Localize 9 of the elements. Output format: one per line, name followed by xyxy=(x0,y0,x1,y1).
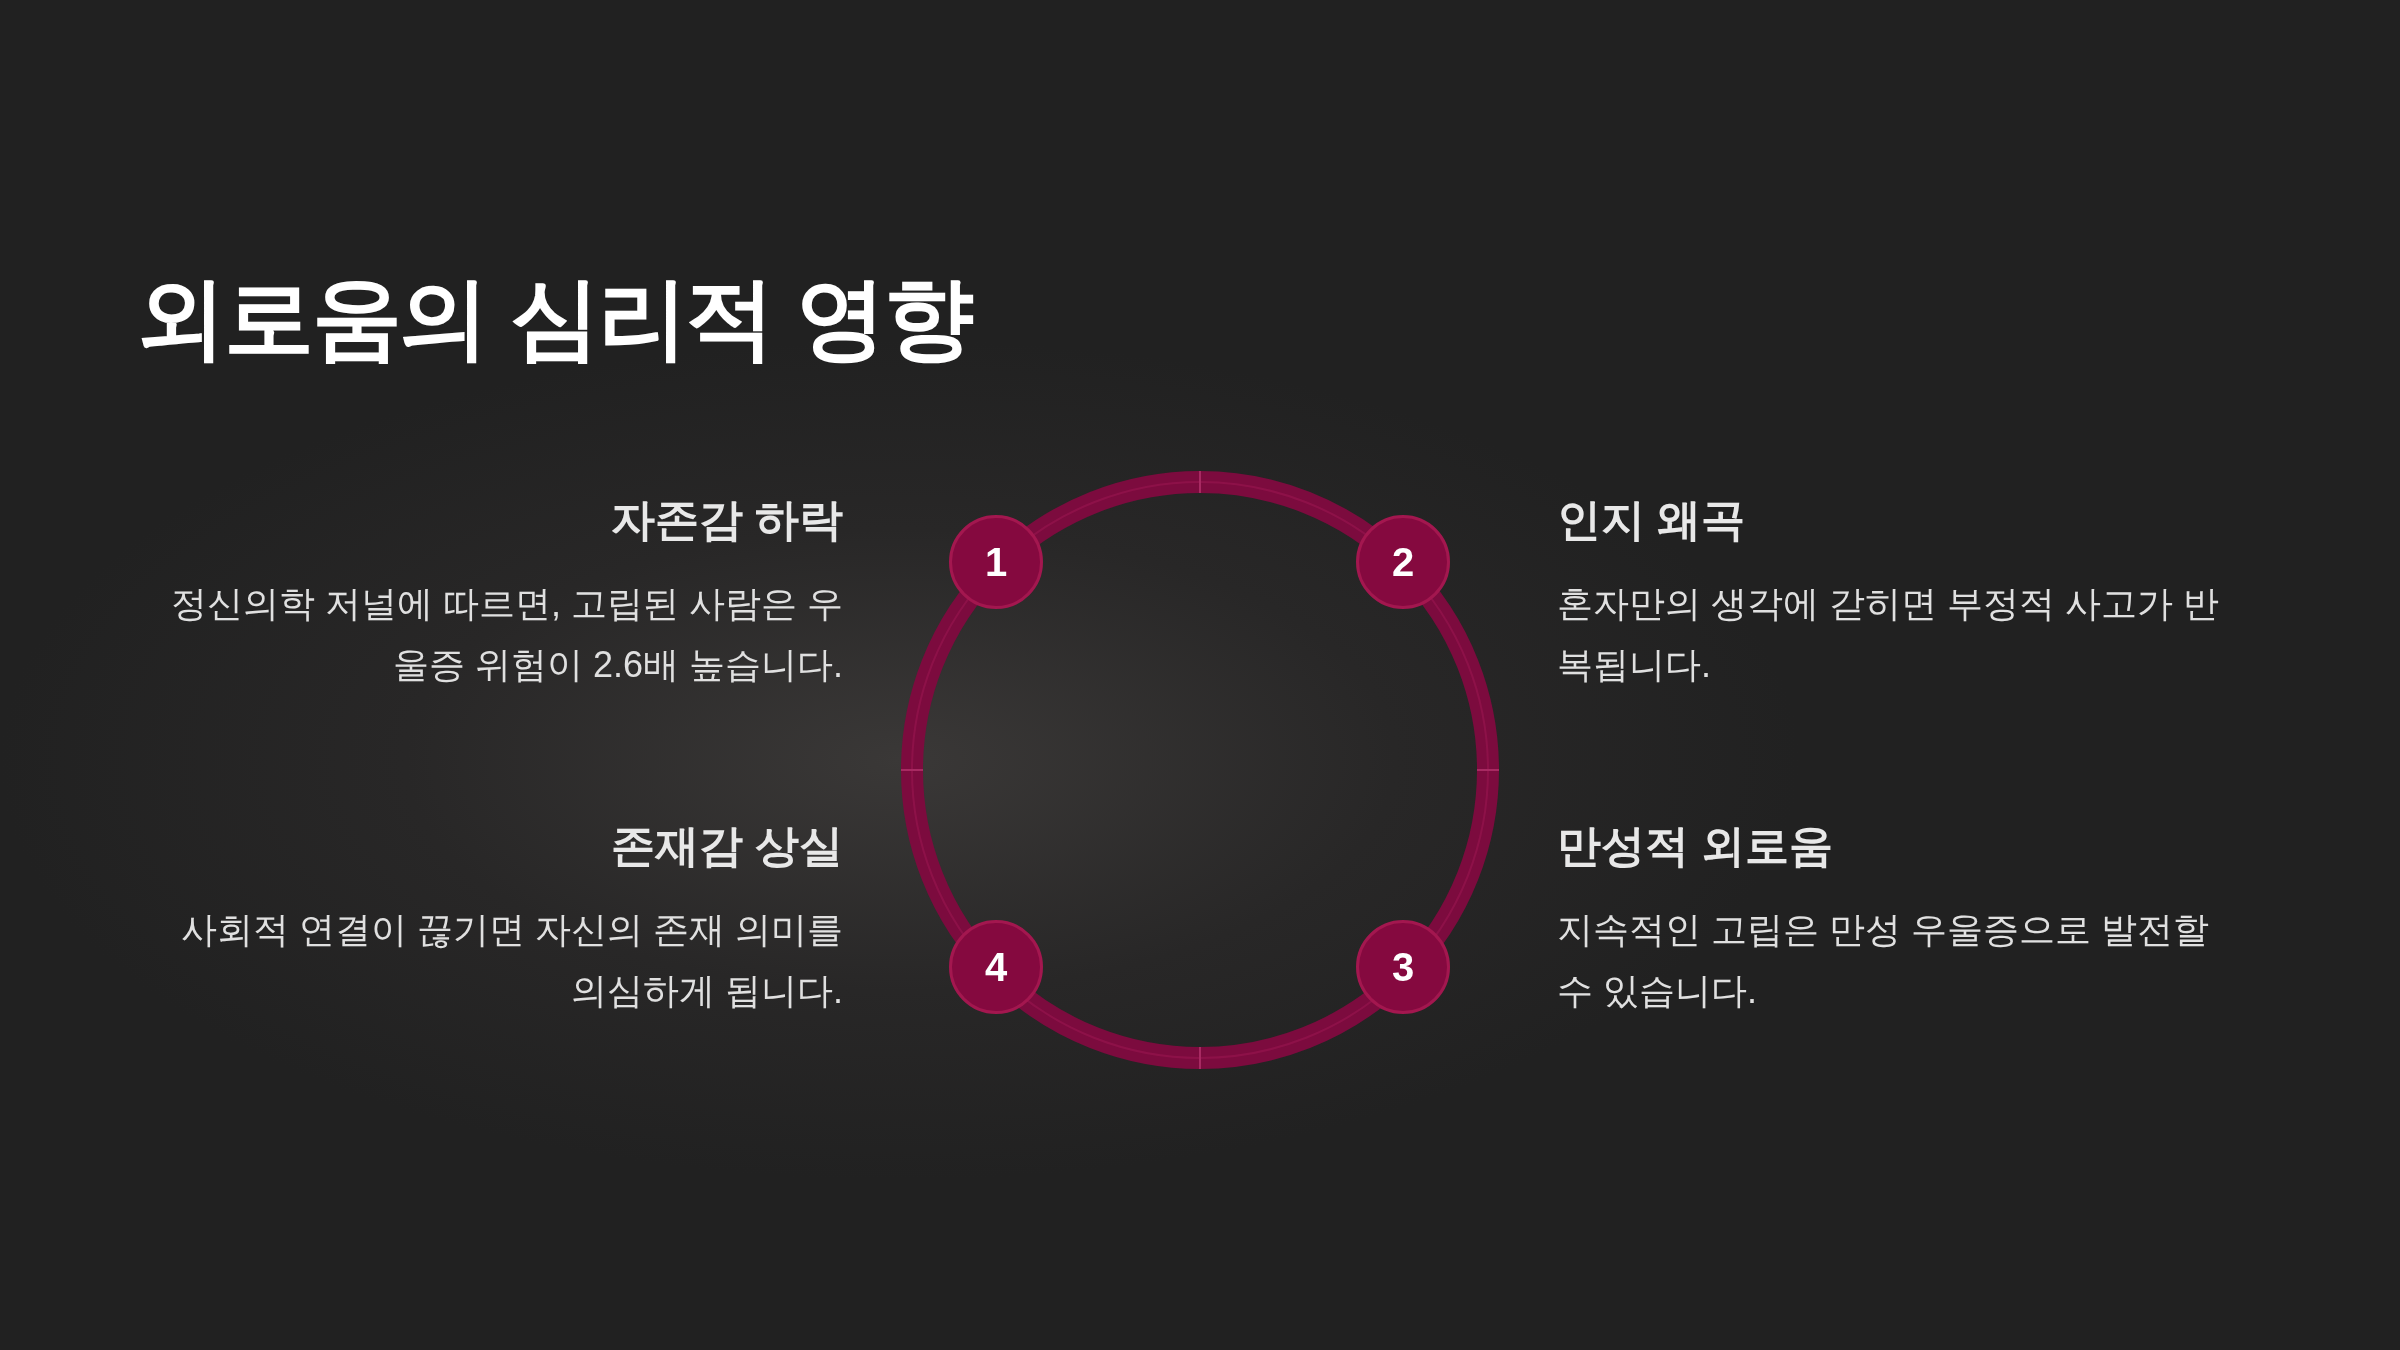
description: 사회적 연결이 끊기면 자신의 존재 의미를 의심하게 됩니다. xyxy=(180,908,843,1013)
heading: 인지 왜곡 xyxy=(1557,494,1747,546)
heading: 자존감 하락 xyxy=(609,494,843,546)
title: 외로움의 심리적 영향 xyxy=(136,267,972,370)
description: 정신의학 저널에 따르면, 고립된 사람은 우울증 위험이 2.6배 높습니다. xyxy=(170,582,843,687)
heading: 존재감 상실 xyxy=(609,820,843,872)
description: 혼자만의 생각에 갇히면 부정적 사고가 반복됩니다. xyxy=(1557,582,2220,687)
description: 지속적인 고립은 만성 우울증으로 발전할 수 있습니다. xyxy=(1557,908,2210,1013)
heading: 만성적 외로움 xyxy=(1557,820,1835,872)
